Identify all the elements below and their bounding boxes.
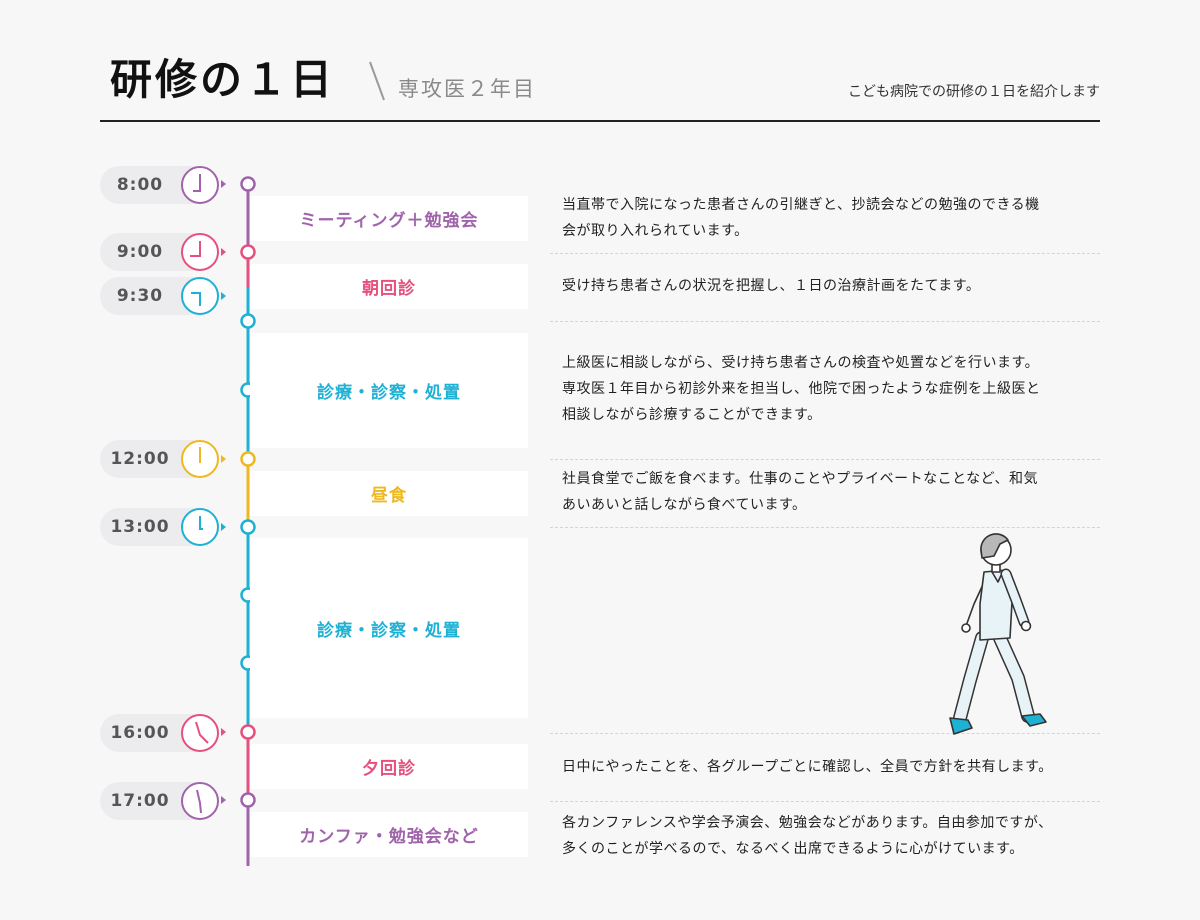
dashed-divider [550, 321, 1100, 322]
time-label: 9:30 [116, 286, 164, 306]
activity-description: 日中にやったことを、各グループごとに確認し、全員で方針を共有します。 [562, 754, 1107, 780]
activity-description: 各カンファレンスや学会予演会、勉強会などがあります。自由参加ですが、 多くのこと… [562, 810, 1107, 862]
description-line: 日中にやったことを、各グループごとに確認し、全員で方針を共有します。 [562, 759, 1053, 775]
dashed-divider [550, 253, 1100, 254]
activity-description: 上級医に相談しながら、受け持ち患者さんの検査や処置などを行います。 専攻医１年目… [562, 350, 1107, 428]
time-label: 16:00 [110, 723, 170, 743]
dashed-divider [550, 459, 1100, 460]
description-line: 受け持ち患者さんの状況を把握し、１日の治療計画をたてます。 [562, 278, 981, 294]
activity-box: 昼食 [250, 471, 528, 516]
description-line: 多くのことが学べるので、なるべく出席できるように心がけています。 [562, 841, 1024, 857]
title-divider-slash [369, 61, 385, 101]
description-line: あいあいと話しながら食べています。 [562, 497, 807, 513]
dashed-divider [550, 801, 1100, 802]
walking-doctor-illustration [949, 533, 1047, 735]
activity-box: 診療・診察・処置 [250, 538, 528, 718]
clock-icon [181, 714, 219, 752]
description-line: 各カンファレンスや学会予演会、勉強会などがあります。自由参加ですが、 [562, 815, 1053, 831]
activity-box: 夕回診 [250, 744, 528, 789]
activity-box: カンファ・勉強会など [250, 812, 528, 857]
description-line: 上級医に相談しながら、受け持ち患者さんの検査や処置などを行います。 [562, 355, 1040, 371]
activity-box: 診療・診察・処置 [250, 333, 528, 448]
activity-description: 当直帯で入院になった患者さんの引継ぎと、抄読会などの勉強のできる機 会が取り入れ… [562, 192, 1107, 244]
description-line: 社員食堂でご飯を食べます。仕事のことやプライベートなことなど、和気 [562, 471, 1038, 487]
clock-icon [181, 508, 219, 546]
dashed-divider [550, 733, 1100, 734]
activity-box: 朝回診 [250, 264, 528, 309]
clock-icon [181, 782, 219, 820]
activity-box: ミーティング＋勉強会 [250, 196, 528, 241]
time-label: 9:00 [116, 242, 164, 262]
header-rule [100, 120, 1100, 122]
clock-icon [181, 277, 219, 315]
page-tagline: こども病院での研修の１日を紹介します [848, 84, 1100, 100]
time-label: 13:00 [110, 517, 170, 537]
description-line: 会が取り入れられています。 [562, 223, 749, 239]
page-title: 研修の１日 [110, 55, 336, 104]
time-label: 8:00 [116, 175, 164, 195]
dashed-divider [550, 527, 1100, 528]
activity-description: 受け持ち患者さんの状況を把握し、１日の治療計画をたてます。 [562, 273, 1107, 299]
description-line: 相談しながら診療することができます。 [562, 407, 822, 423]
activity-description: 社員食堂でご飯を食べます。仕事のことやプライベートなことなど、和気 あいあいと話… [562, 466, 1107, 518]
clock-icon [181, 440, 219, 478]
time-label: 17:00 [110, 791, 170, 811]
clock-icon [181, 166, 219, 204]
description-line: 当直帯で入院になった患者さんの引継ぎと、抄読会などの勉強のできる機 [562, 197, 1040, 213]
page-subtitle: 専攻医２年目 [398, 77, 536, 101]
description-line: 専攻医１年目から初診外来を担当し、他院で困ったような症例を上級医と [562, 381, 1041, 397]
time-label: 12:00 [110, 449, 170, 469]
clock-icon [181, 233, 219, 271]
